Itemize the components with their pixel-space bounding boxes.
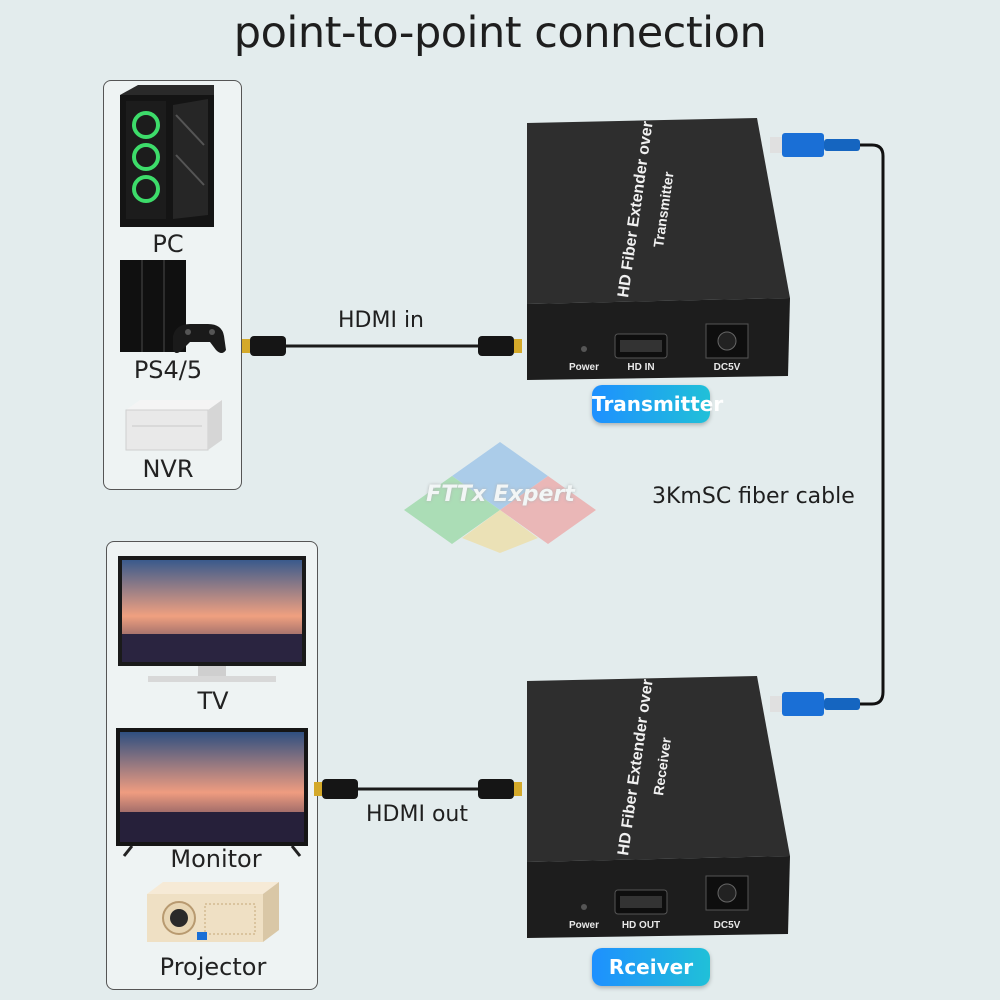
fiber-cable [860, 143, 885, 706]
hdmi-plug-right-out [478, 779, 522, 799]
hdmi-plug-left-in [242, 336, 286, 356]
watermark-logo: FTTx Expert [398, 440, 603, 555]
nvr-icon [118, 400, 223, 459]
sc-connector-top [770, 133, 860, 157]
device-label-monitor: Monitor [170, 845, 262, 873]
device-label-ps45: PS4/5 [133, 356, 203, 384]
watermark-text: FTTx Expert [426, 482, 575, 507]
receiver-hdmi-label: HD OUT [622, 920, 660, 931]
pc-tower-icon [118, 85, 218, 234]
receiver-power-label: Power [569, 920, 599, 931]
hdmi-out-label: HDMI out [366, 802, 468, 827]
device-label-tv: TV [197, 687, 229, 715]
transmitter-hdmi-label: HD IN [627, 362, 654, 373]
device-label-pc: PC [152, 230, 184, 258]
monitor-icon [116, 728, 308, 862]
page-title: point-to-point connection [233, 8, 767, 58]
transmitter-badge: Transmitter [592, 385, 723, 423]
hdmi-plug-right-in [478, 336, 522, 356]
hdmi-in-label: HDMI in [338, 308, 425, 333]
transmitter-dc-label: DC5V [714, 362, 741, 373]
device-label-projector: Projector [159, 953, 267, 981]
receiver-dc-label: DC5V [714, 920, 741, 931]
game-console-icon [118, 258, 228, 362]
projector-icon [143, 880, 283, 950]
receiver-box: Power HD OUT DC5V HD Fiber Extender over… [527, 676, 790, 938]
transmitter-box: Power HD IN DC5V HD Fiber Extender over … [527, 118, 790, 380]
sc-connector-bottom [770, 692, 860, 716]
transmitter-power-label: Power [569, 362, 599, 373]
hdmi-plug-left-out [314, 779, 358, 799]
device-label-nvr: NVR [142, 455, 194, 483]
receiver-badge: Rceiver [592, 948, 710, 986]
tv-icon [118, 556, 308, 692]
fiber-cable-label: 3KmSC fiber cable [652, 484, 855, 509]
